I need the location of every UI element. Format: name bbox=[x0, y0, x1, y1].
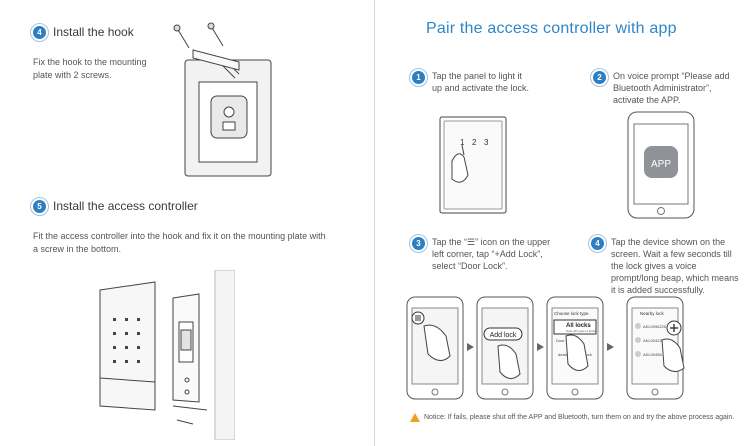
step-number-badge: 3 bbox=[409, 234, 428, 253]
nearby-item: AKL00456 bbox=[643, 352, 662, 357]
step-5-title: Install the access controller bbox=[53, 199, 198, 213]
app-label: APP bbox=[651, 159, 671, 170]
step-number-badge: 4 bbox=[30, 22, 49, 42]
pair-step-2-text: On voice prompt “Please add Bluetooth Ad… bbox=[613, 71, 730, 105]
step-4-body: Fix the hook to the mounting plate with … bbox=[33, 57, 147, 80]
phone-add-lock-illustration: Add lock bbox=[476, 296, 534, 400]
all-locks-label: All locks bbox=[566, 323, 591, 329]
nearby-item: AKL00422 bbox=[643, 338, 662, 343]
step-5-body: Fit the access controller into the hook … bbox=[33, 231, 326, 254]
page-title: Pair the access controller with app bbox=[426, 20, 677, 37]
arrow-right-icon bbox=[537, 343, 544, 351]
pair-step-4: 4 Tap the device shown on the screen. Wa… bbox=[588, 234, 741, 296]
phone-lock-type-illustration: Choose lock type All locks Scan all type… bbox=[546, 296, 604, 400]
phone-nearby-lock-illustration: Nearby lock AKL0096225 AKL00422 AKL00456 bbox=[626, 296, 685, 400]
step-number-badge: 4 bbox=[588, 234, 607, 253]
notice: Notice: If fails, please shut off the AP… bbox=[410, 413, 734, 422]
step-number-badge: 2 bbox=[590, 68, 609, 87]
keypad-digit: 1 bbox=[460, 138, 465, 147]
pair-step-3: 3 Tap the “☰” icon on the upper left cor… bbox=[409, 234, 557, 272]
controller-install-illustration bbox=[99, 270, 235, 440]
choose-lock-type-label: Choose lock type bbox=[554, 311, 589, 316]
arrow-right-icon bbox=[607, 343, 614, 351]
all-locks-sub-label: Scan all types of locks bbox=[566, 329, 596, 333]
door-lock-label: Door lock bbox=[556, 338, 573, 343]
pair-step-1: 1 Tap the panel to light it up and activ… bbox=[409, 68, 532, 94]
step-number-badge: 1 bbox=[409, 68, 428, 87]
page-divider bbox=[374, 0, 375, 446]
pair-step-4-text: Tap the device shown on the screen. Wait… bbox=[611, 237, 739, 295]
step-number-badge: 5 bbox=[30, 196, 49, 216]
warning-icon bbox=[410, 413, 420, 422]
left-page: 4 Install the hook Fix the hook to the m… bbox=[30, 22, 326, 440]
add-lock-label: Add lock bbox=[490, 332, 517, 339]
keypad-digit: 3 bbox=[484, 138, 489, 147]
step-4-heading: 4 Install the hook bbox=[30, 22, 134, 42]
nearby-lock-label: Nearby lock bbox=[640, 311, 665, 316]
phone-menu-illustration bbox=[406, 296, 464, 400]
pair-step-1-text: Tap the panel to light it up and activat… bbox=[432, 71, 530, 93]
notice-text: Notice: If fails, please shut off the AP… bbox=[424, 414, 735, 421]
pair-step-3-text: Tap the “☰” icon on the upper left corne… bbox=[432, 237, 551, 271]
step-4-title: Install the hook bbox=[53, 25, 134, 39]
step-5-heading: 5 Install the access controller bbox=[30, 196, 198, 216]
pair-step-2: 2 On voice prompt “Please add Bluetooth … bbox=[590, 68, 738, 106]
phone-app-illustration: APP bbox=[627, 111, 695, 219]
nearby-item: AKL0096225 bbox=[643, 324, 667, 329]
right-page: Pair the access controller with app 1 Ta… bbox=[376, 0, 750, 446]
keypad-tap-illustration: 1 2 3 bbox=[439, 116, 507, 214]
deadbolt-label: deadbolt bbox=[558, 352, 574, 357]
hook-mounting-illustration bbox=[173, 22, 272, 177]
arrow-right-icon bbox=[467, 343, 474, 351]
keypad-digit: 2 bbox=[472, 138, 477, 147]
